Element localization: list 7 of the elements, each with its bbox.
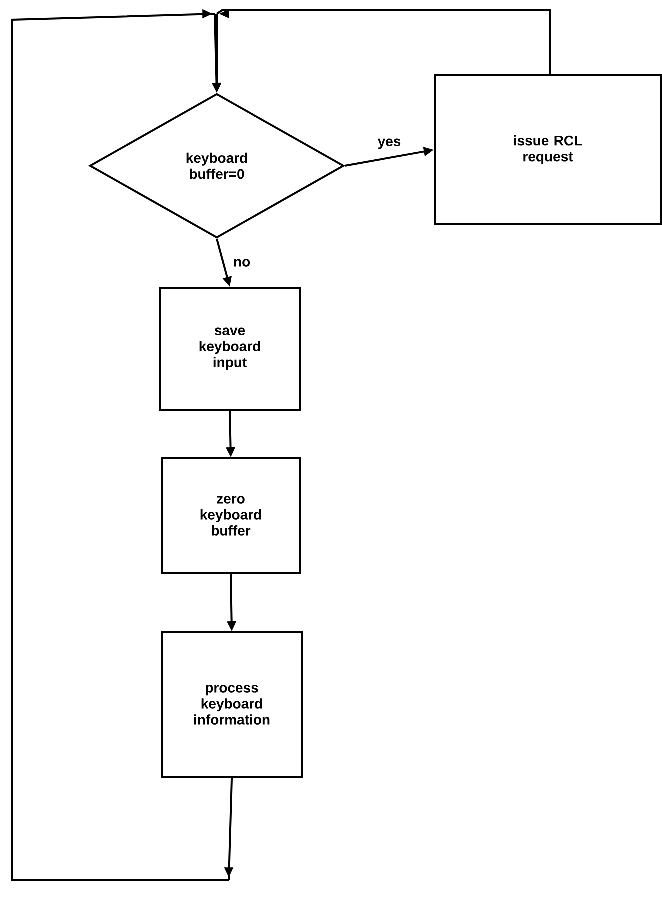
process-box: zero keyboard buffer [161, 458, 301, 574]
edge-label: no [232, 258, 252, 268]
process-box: issue RCL request [434, 74, 662, 226]
arrow [11, 9, 234, 881]
process-box: save keyboard input [159, 287, 301, 411]
edge-label: yes [376, 138, 402, 150]
process-box: process keyboard information [161, 632, 303, 778]
